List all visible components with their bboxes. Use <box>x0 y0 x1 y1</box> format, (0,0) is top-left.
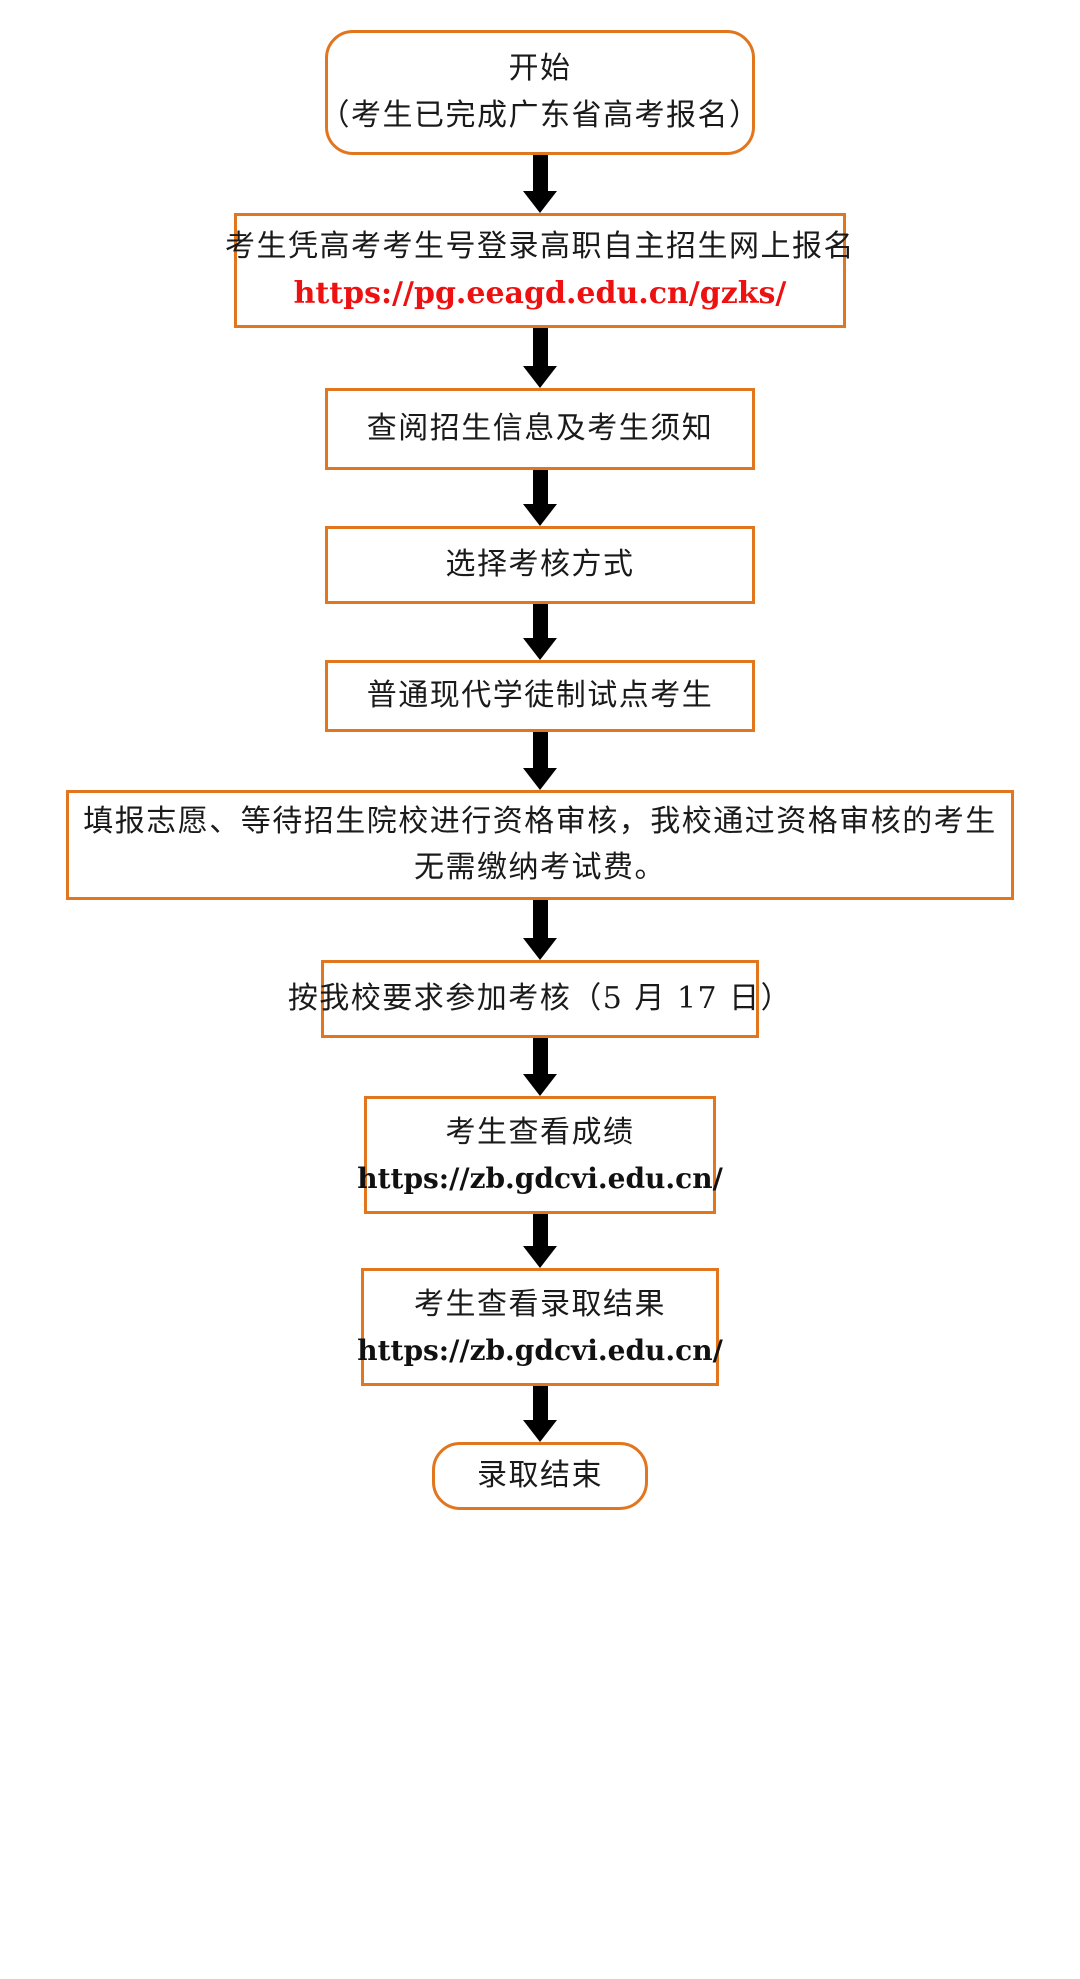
arrow-shaft <box>532 1386 548 1420</box>
flow-node-end: 录取结束 <box>432 1442 648 1510</box>
flow-node-login-registration: 考生凭高考考生号登录高职自主招生网上报名 https://pg.eeagd.ed… <box>225 213 854 328</box>
flow-node-fill-application-line-1: 填报志愿、等待招生院校进行资格审核，我校通过资格审核的考生 <box>83 803 997 839</box>
flow-node-start: 开始 （考生已完成广东省高考报名） <box>320 30 759 155</box>
score-query-url[interactable]: https://zb.gdcvi.edu.cn/ <box>357 1161 723 1195</box>
flow-node-login-registration-line-1: 考生凭高考考生号登录高职自主招生网上报名 <box>225 229 855 264</box>
registration-url[interactable]: https://pg.eeagd.edu.cn/gzks/ <box>293 275 787 311</box>
connector-arrow-6 <box>523 900 557 960</box>
arrow-shaft <box>532 900 548 938</box>
flow-node-choose-assessment-method-label: 选择考核方式 <box>445 546 635 582</box>
arrow-head-icon <box>523 1074 557 1096</box>
connector-arrow-1 <box>523 155 557 213</box>
arrow-head-icon <box>523 938 557 960</box>
flow-node-view-score-label: 考生查看成绩 <box>445 1115 635 1151</box>
connector-arrow-4 <box>523 604 557 660</box>
arrow-shaft <box>532 1038 548 1074</box>
flow-node-end-label: 录取结束 <box>477 1457 603 1493</box>
arrow-head-icon <box>523 504 557 526</box>
flow-node-modern-apprenticeship-candidate: 普通现代学徒制试点考生 <box>325 660 755 732</box>
connector-arrow-3 <box>523 470 557 526</box>
arrow-shaft <box>532 155 548 191</box>
arrow-head-icon <box>523 1246 557 1268</box>
arrow-head-icon <box>523 191 557 213</box>
arrow-head-icon <box>523 768 557 790</box>
flow-node-attend-assessment-label: 按我校要求参加考核（5 月 17 日） <box>287 980 793 1016</box>
arrow-shaft <box>532 604 548 638</box>
flow-node-start-line-2: （考生已完成广东省高考报名） <box>319 97 761 133</box>
flow-node-read-admission-info: 查阅招生信息及考生须知 <box>325 388 755 470</box>
flow-node-choose-assessment-method: 选择考核方式 <box>325 526 755 604</box>
arrow-head-icon <box>523 366 557 388</box>
flow-node-attend-assessment: 按我校要求参加考核（5 月 17 日） <box>288 960 791 1038</box>
flow-node-modern-apprenticeship-candidate-label: 普通现代学徒制试点考生 <box>366 677 714 713</box>
connector-arrow-7 <box>523 1038 557 1096</box>
flow-node-fill-application-line-2: 无需缴纳考试费。 <box>414 850 666 885</box>
flow-node-fill-application-qualification-review: 填报志愿、等待招生院校进行资格审核，我校通过资格审核的考生 无需缴纳考试费。 <box>66 790 1014 900</box>
arrow-head-icon <box>523 638 557 660</box>
arrow-head-icon <box>523 1420 557 1442</box>
flow-node-start-line-1: 开始 <box>508 51 572 86</box>
flow-node-view-score: 考生查看成绩 https://zb.gdcvi.edu.cn/ <box>357 1096 723 1214</box>
connector-arrow-5 <box>523 732 557 790</box>
connector-arrow-2 <box>523 328 557 388</box>
admission-result-url[interactable]: https://zb.gdcvi.edu.cn/ <box>357 1333 723 1367</box>
arrow-shaft <box>532 1214 548 1246</box>
arrow-shaft <box>532 470 548 504</box>
arrow-shaft <box>532 732 548 768</box>
arrow-shaft <box>532 328 548 366</box>
flow-node-view-admission-result-label: 考生查看录取结果 <box>414 1287 666 1323</box>
connector-arrow-9 <box>523 1386 557 1442</box>
flow-node-read-admission-info-label: 查阅招生信息及考生须知 <box>366 410 714 446</box>
connector-arrow-8 <box>523 1214 557 1268</box>
flow-node-view-admission-result: 考生查看录取结果 https://zb.gdcvi.edu.cn/ <box>357 1268 723 1386</box>
